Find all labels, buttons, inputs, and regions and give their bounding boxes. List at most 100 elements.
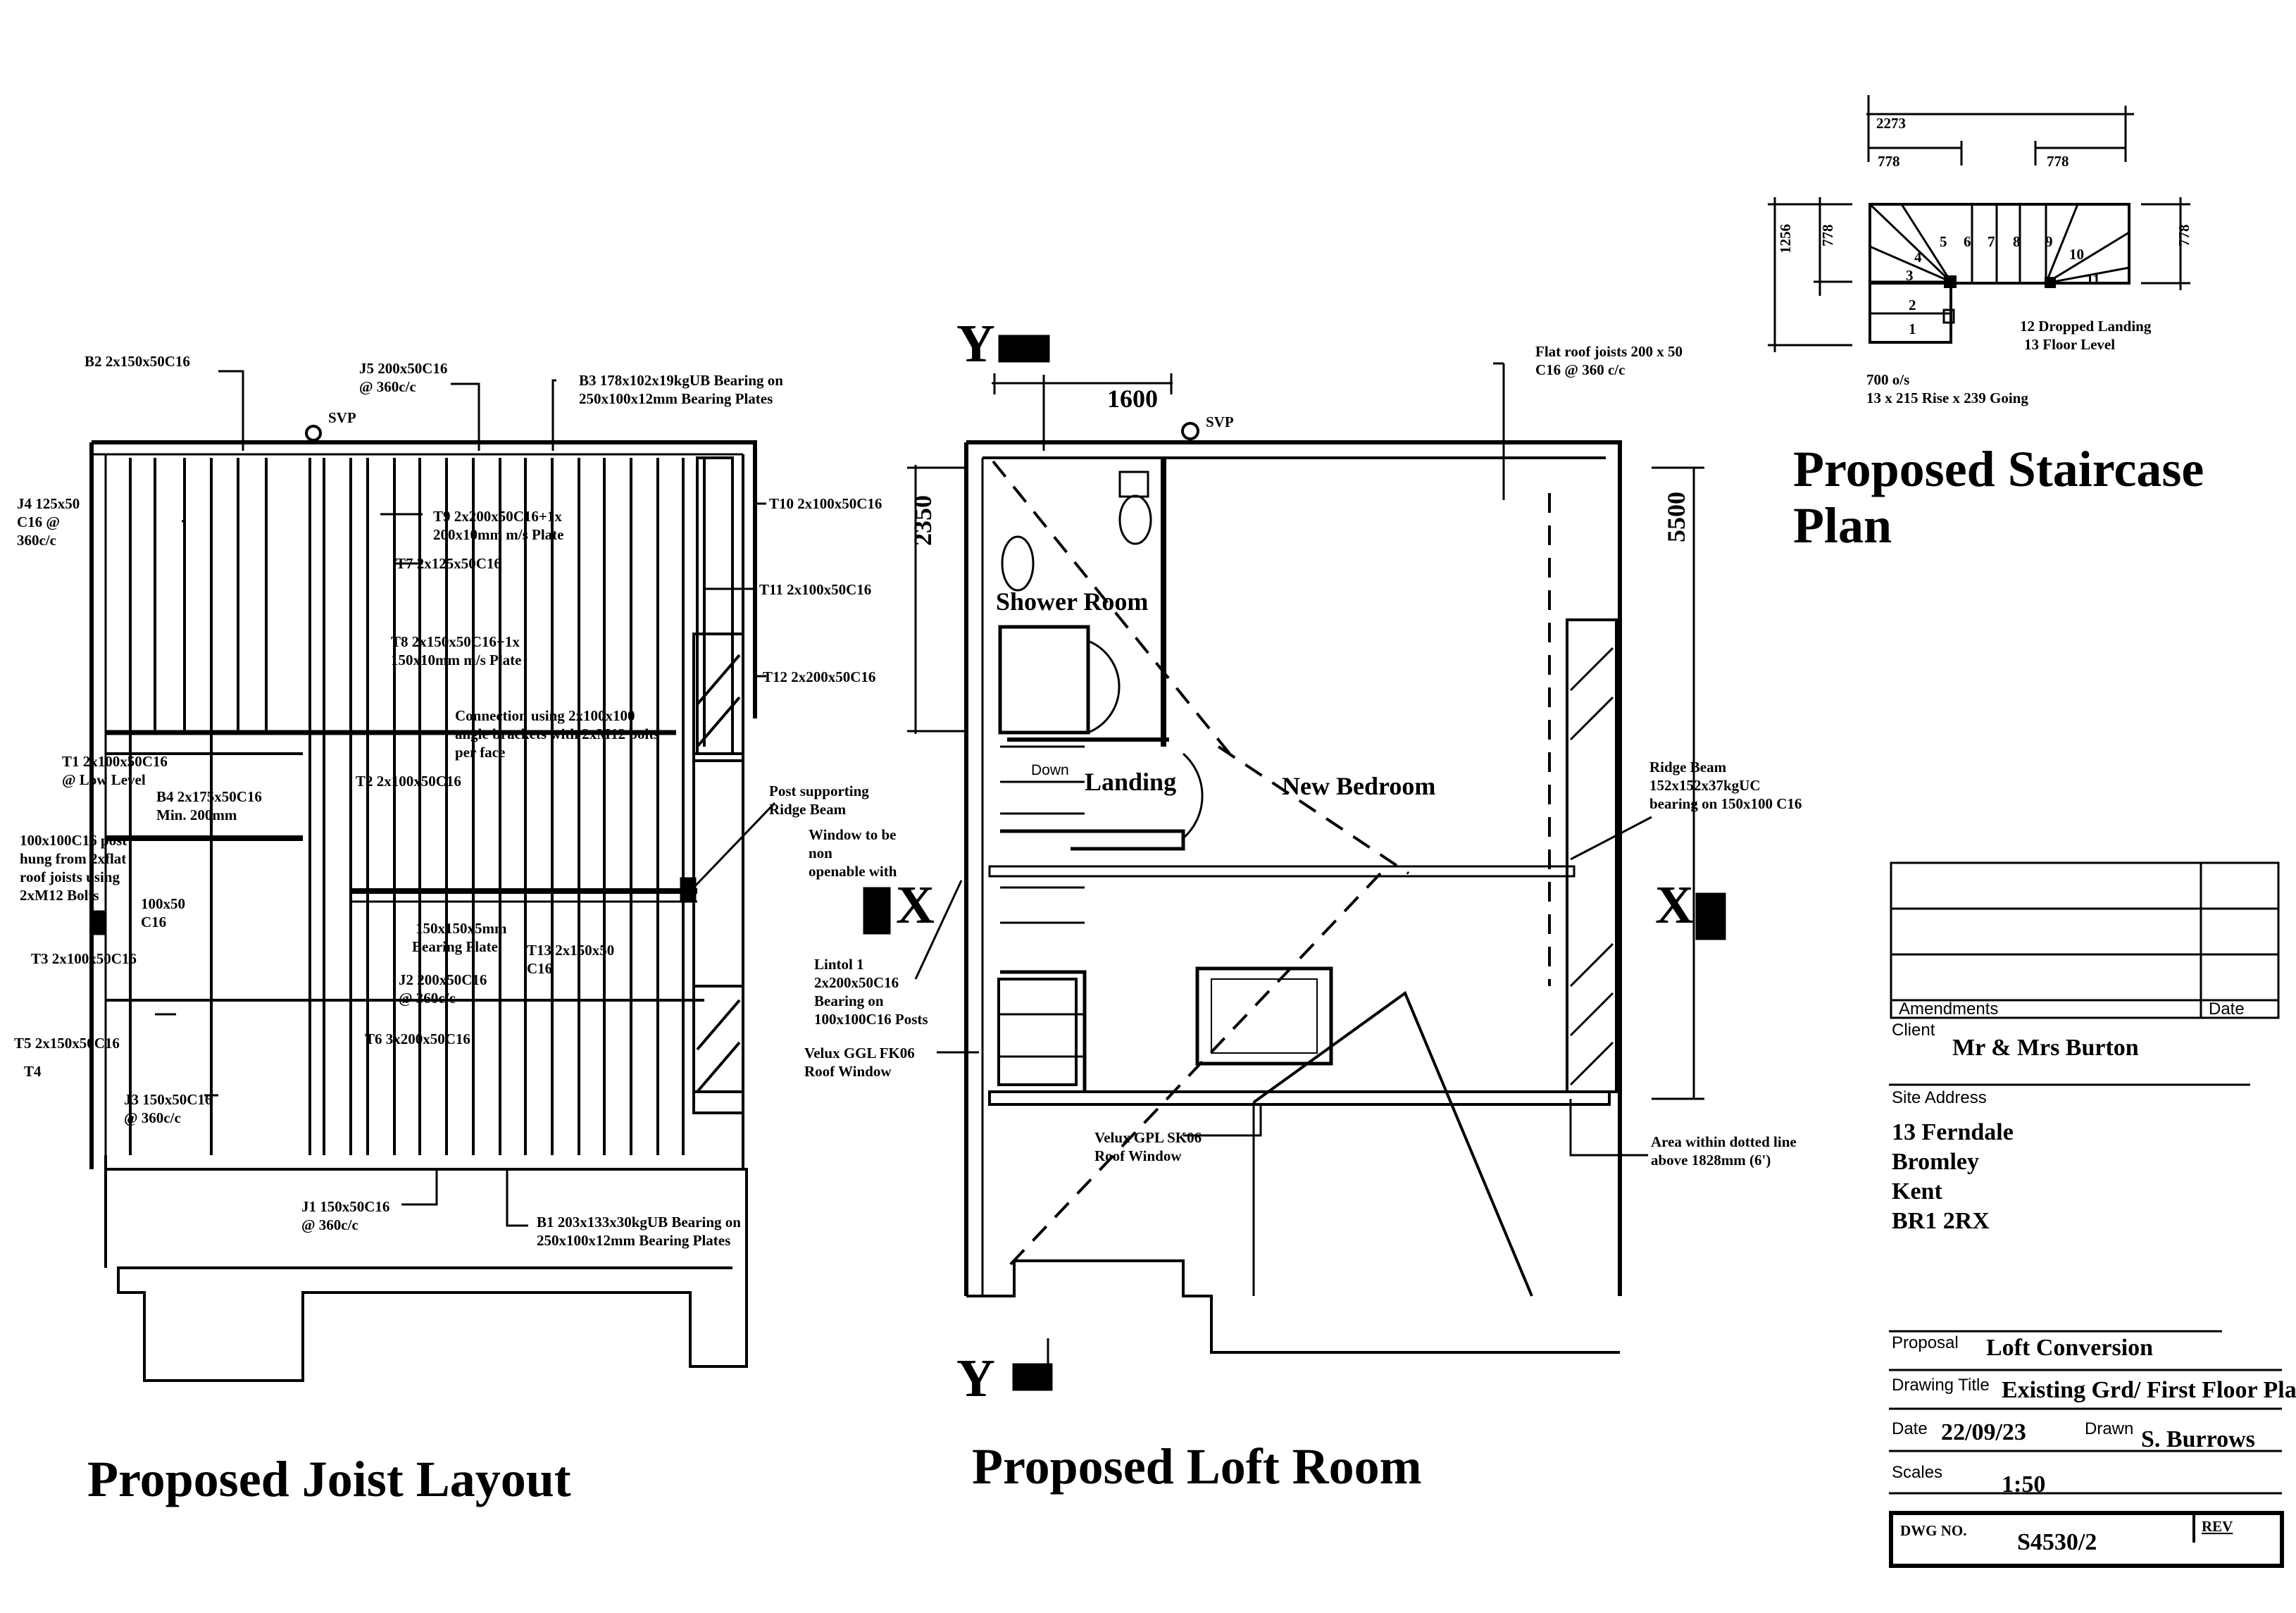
label-post-joists: roof joists using	[20, 868, 120, 885]
label-t8-plate: 150x10mm m/s Plate	[391, 652, 521, 668]
tb-site-label: Site Address	[1892, 1088, 1987, 1107]
label-ridge-post-beam: Ridge Beam	[769, 801, 847, 818]
section-marker-y-top: Y	[956, 314, 995, 373]
label-t13: T13 2x150x50	[527, 942, 614, 959]
label-velux-gpl: Velux GPL SK06	[1094, 1129, 1202, 1146]
loft-room-title: Proposed Loft Room	[972, 1438, 1422, 1495]
stair-step-5: 5	[1940, 233, 1947, 250]
label-t11: T11 2x100x50C16	[759, 581, 871, 598]
label-window-openable: openable with	[809, 863, 897, 880]
tb-proposal: Loft Conversion	[1986, 1335, 2153, 1361]
title-block-text: Amendments Date Client Mr & Mrs Burton S…	[1892, 999, 2296, 1555]
stair-step-4: 4	[1914, 249, 1922, 266]
label-t13-grade: C16	[527, 960, 552, 977]
stair-step-8: 8	[2013, 233, 2021, 250]
tb-address-line2: Bromley	[1892, 1149, 1979, 1175]
label-lintel: Lintol 1	[814, 956, 864, 973]
section-marker-x-left: X	[896, 876, 935, 935]
stair-dim-2273: 2273	[1876, 115, 1906, 132]
tb-client: Mr & Mrs Burton	[1952, 1035, 2139, 1061]
stair-step-7: 7	[1988, 233, 1995, 250]
stair-dim-778-end: 778	[2176, 225, 2192, 247]
label-j2-spacing: @ 360c/c	[399, 990, 456, 1007]
staircase-title-line2: Plan	[1793, 497, 1892, 554]
label-velux-ggl: Velux GGL FK06	[804, 1045, 915, 1061]
label-dotted-area: Area within dotted line	[1651, 1133, 1797, 1150]
label-b3-plates: 250x100x12mm Bearing Plates	[579, 390, 773, 407]
label-dotted-area-height: above 1828mm (6')	[1651, 1152, 1771, 1169]
section-marker-y-bottom: Y	[956, 1349, 995, 1408]
label-j4-spacing: 360c/c	[17, 532, 56, 549]
label-velux-ggl-type: Roof Window	[804, 1063, 892, 1080]
label-b4-min: Min. 200mm	[156, 806, 237, 823]
loft-room-plan	[863, 335, 1726, 1391]
stair-step-9: 9	[2045, 233, 2053, 250]
stair-step-6: 6	[1964, 233, 1971, 250]
label-b1: B1 203x133x30kgUB Bearing on	[537, 1214, 741, 1231]
room-shower: Shower Room	[996, 587, 1148, 616]
room-landing: Landing	[1085, 768, 1176, 796]
stair-dim-1256: 1256	[1777, 224, 1794, 254]
label-flat-roof: Flat roof joists 200 x 50	[1535, 343, 1683, 360]
label-j5-spacing: @ 360c/c	[359, 378, 416, 395]
tb-dwg-number: S4530/2	[2017, 1529, 2097, 1555]
tb-address-line1: 13 Ferndale	[1892, 1119, 2014, 1145]
label-j2: J2 200x50C16	[399, 971, 487, 988]
label-ridge-beam: Ridge Beam	[1649, 759, 1727, 776]
label-t12: T12 2x200x50C16	[763, 668, 875, 685]
label-post-bolts: 2xM12 Bolts	[20, 887, 99, 904]
dimension-5500: 5500	[1662, 492, 1690, 542]
label-t6: T6 3x200x50C16	[365, 1030, 470, 1047]
dimension-2350: 2350	[909, 495, 937, 546]
label-post: 100x100C16 post	[20, 832, 127, 849]
label-b1-plates: 250x100x12mm Bearing Plates	[537, 1232, 730, 1249]
tb-drawn-label: Drawn	[2085, 1419, 2133, 1438]
label-ridge-beam-size: 152x152x37kgUC	[1649, 777, 1761, 794]
label-j3-spacing: @ 360c/c	[124, 1109, 181, 1126]
label-j1: J1 150x50C16	[301, 1198, 389, 1215]
title-block	[1889, 861, 2284, 1568]
label-t1: T1 2x100x50C16	[62, 753, 168, 770]
stair-dim-778-right: 778	[2047, 153, 2069, 170]
tb-drawing-title-label: Drawing Title	[1892, 1376, 1990, 1395]
tb-proposal-label: Proposal	[1892, 1333, 1959, 1352]
label-b2: B2 2x150x50C16	[85, 353, 190, 370]
label-window-non: non	[809, 845, 832, 861]
label-t2: T2 2x100x50C16	[356, 773, 461, 790]
stair-note-os: 700 o/s	[1866, 371, 1909, 388]
label-velux-gpl-type: Roof Window	[1094, 1147, 1182, 1164]
loft-labels: Y Y X X 1600 2350 5500 SVP Flat roof joi…	[804, 314, 1802, 1408]
label-loft-svp: SVP	[1206, 413, 1234, 430]
section-marker-x-right: X	[1655, 876, 1694, 935]
tb-rev-label: REV	[2202, 1518, 2233, 1535]
tb-date-column-label: Date	[2209, 999, 2245, 1019]
label-t9: T9 2x200x50C16+1x	[433, 508, 562, 525]
stair-step-2: 2	[1909, 297, 1916, 313]
label-post-hung: hung from 2xflat	[20, 850, 126, 867]
tb-dwg-label: DWG NO.	[1900, 1522, 1967, 1539]
label-b3: B3 178x102x19kgUB Bearing on	[579, 372, 783, 389]
tb-scales-label: Scales	[1892, 1463, 1942, 1482]
label-svp: SVP	[328, 409, 356, 426]
stair-floor-level: 13 Floor Level	[2024, 336, 2115, 353]
label-j3: J3 150x50C16	[124, 1091, 212, 1108]
label-ridge-post: Post supporting	[769, 783, 869, 799]
stair-dim-778-left: 778	[1878, 153, 1900, 170]
label-t5: T5 2x150x50C16	[14, 1035, 120, 1052]
label-bearing-plate-2: Bearing Plate	[412, 938, 498, 955]
label-t9-plate: 200x10mm m/s Plate	[433, 526, 563, 543]
label-lintel-bearing: Bearing on	[814, 992, 884, 1009]
label-t3: T3 2x100x50C16	[31, 950, 137, 967]
label-ridge-beam-bearing: bearing on 150x100 C16	[1649, 795, 1802, 812]
tb-drawing-title: Existing Grd/ First Floor Plan	[2002, 1377, 2296, 1403]
tb-address-line4: BR1 2RX	[1892, 1208, 1990, 1234]
label-t10: T10 2x100x50C16	[769, 495, 882, 512]
tb-client-label: Client	[1892, 1021, 1935, 1040]
dimension-1600: 1600	[1107, 385, 1158, 413]
tb-amendments-label: Amendments	[1899, 999, 1998, 1019]
joist-labels: B2 2x150x50C16 J5 200x50C16 @ 360c/c B3 …	[14, 353, 882, 1249]
label-j1-spacing: @ 360c/c	[301, 1216, 358, 1233]
stair-dim-778-side: 778	[1819, 225, 1836, 247]
joist-layout-title: Proposed Joist Layout	[87, 1451, 571, 1507]
